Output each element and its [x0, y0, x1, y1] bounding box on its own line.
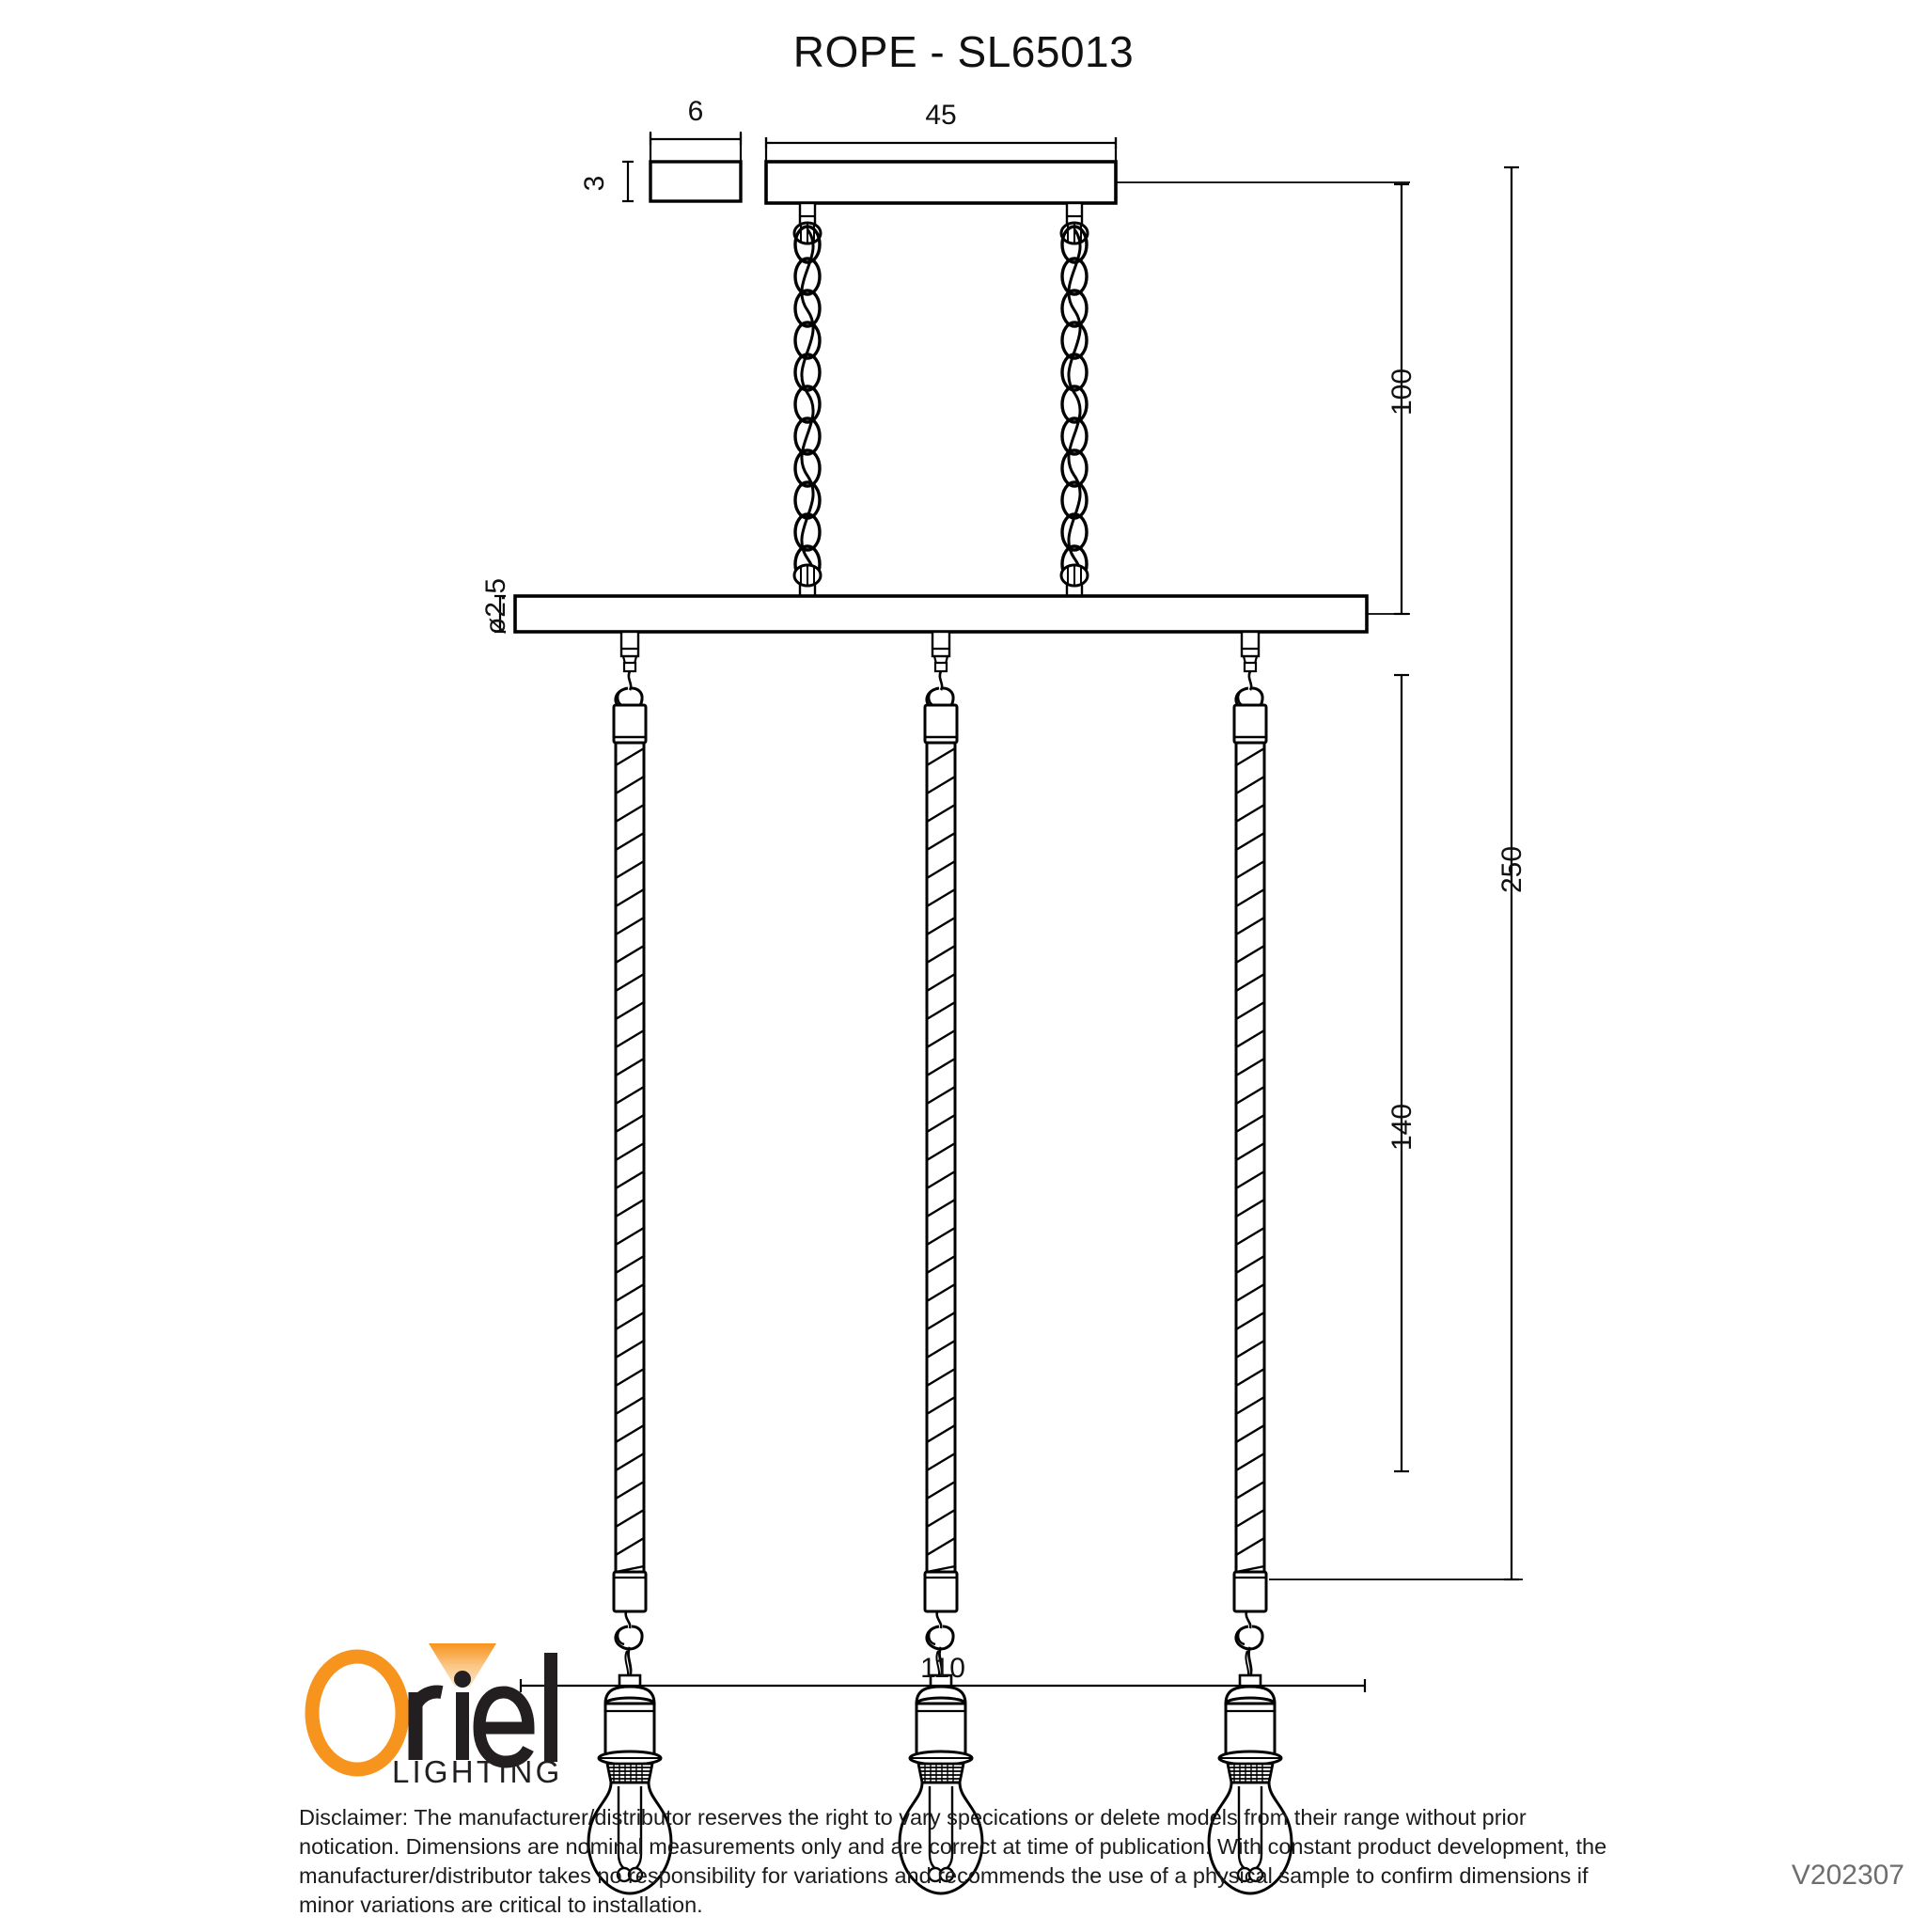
dimension-label-overall-drop: 250: [1496, 845, 1528, 894]
dimension-line-bar-length: [519, 1679, 1367, 1692]
suspension-chain-left: [792, 201, 822, 600]
ceiling-canopy: [764, 160, 1118, 205]
dimension-extension-lines: [1116, 181, 1523, 1580]
oriel-logo-mark: [305, 1643, 557, 1777]
disclaimer-text: Disclaimer: The manufacturer/distributor…: [299, 1805, 1607, 1917]
dimension-label-plate-width: 6: [687, 96, 704, 127]
dimension-label-bar-thickness: ø2.5: [480, 577, 511, 636]
dimension-line-rope-drop: [1394, 673, 1409, 1473]
dimension-line-chain-drop: [1394, 182, 1409, 616]
dimension-label-canopy-length: 45: [925, 100, 957, 131]
dimension-line-overall-drop: [1504, 165, 1519, 1581]
suspension-chain-right: [1059, 201, 1089, 600]
dimension-label-chain-drop: 100: [1386, 368, 1418, 416]
version-label: V202307: [1791, 1860, 1904, 1891]
dimension-line-plate-width: [649, 132, 743, 162]
dimension-label-plate-height: 3: [579, 175, 610, 192]
rope-pendant-left: [587, 630, 673, 1895]
dimension-label-bar-length: 110: [920, 1653, 965, 1684]
rope-pendant-right: [1207, 630, 1293, 1895]
rope-pendant-center: [898, 630, 984, 1895]
logo-tagline: LIGHTING: [392, 1754, 563, 1789]
suspension-bar: [513, 594, 1369, 634]
dimension-line-canopy-length: [764, 137, 1118, 162]
dimension-line-bar-thickness: [494, 594, 506, 634]
ceiling-plate-side-view: [649, 160, 743, 203]
dimension-label-rope-drop: 140: [1386, 1103, 1418, 1152]
oriel-logo: LIGHTING: [303, 1643, 559, 1803]
page-title: ROPE - SL65013: [792, 27, 1135, 76]
dimension-line-plate-height: [622, 160, 634, 203]
